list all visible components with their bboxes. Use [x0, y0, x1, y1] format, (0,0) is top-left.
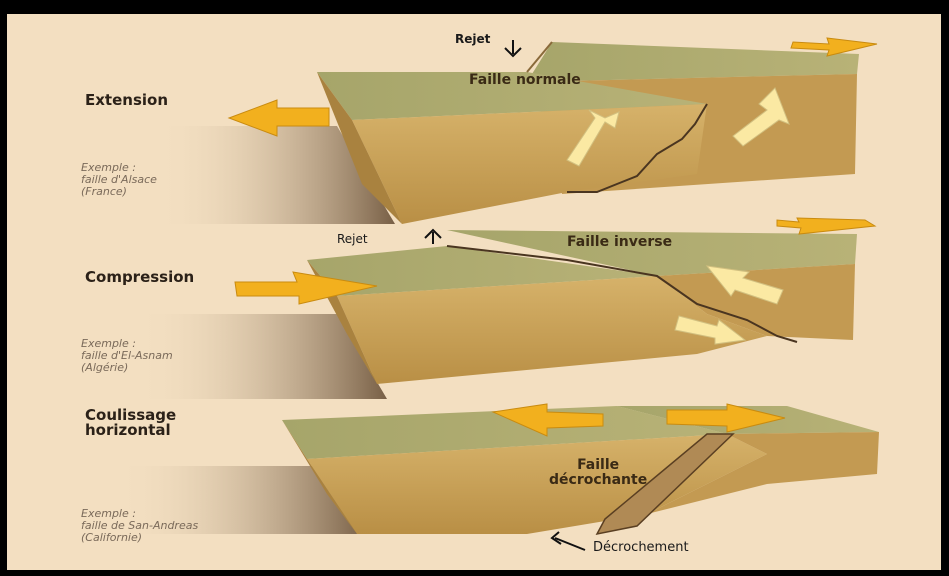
example-compression: Exemple : faille d'El-Asnam (Algérie) [81, 338, 173, 374]
section-title-strike-slip: Coulissage horizontal [85, 408, 176, 438]
rejet-label-reverse: Rejet [337, 232, 368, 246]
fault-label-strike-slip: Faille décrochante [549, 458, 647, 488]
diagram-frame: Extension Exemple : faille d'Alsace (Fra… [7, 14, 941, 570]
block-normal-fault [157, 38, 877, 224]
section-title-extension: Extension [85, 91, 168, 109]
block-strike-slip-fault [117, 404, 879, 550]
example-strike-slip: Exemple : faille de San-Andreas (Califor… [81, 508, 198, 544]
rejet-label-normal: Rejet [455, 32, 490, 46]
example-extension: Exemple : faille d'Alsace (France) [81, 162, 157, 198]
fault-label-normal: Faille normale [469, 72, 581, 88]
block-front-left [352, 104, 707, 224]
fault-label-reverse: Faille inverse [567, 234, 672, 250]
section-title-compression: Compression [85, 268, 194, 286]
block-reverse-fault [137, 218, 875, 399]
decrochement-label: Décrochement [593, 540, 689, 555]
arrow-push-right [777, 218, 875, 234]
